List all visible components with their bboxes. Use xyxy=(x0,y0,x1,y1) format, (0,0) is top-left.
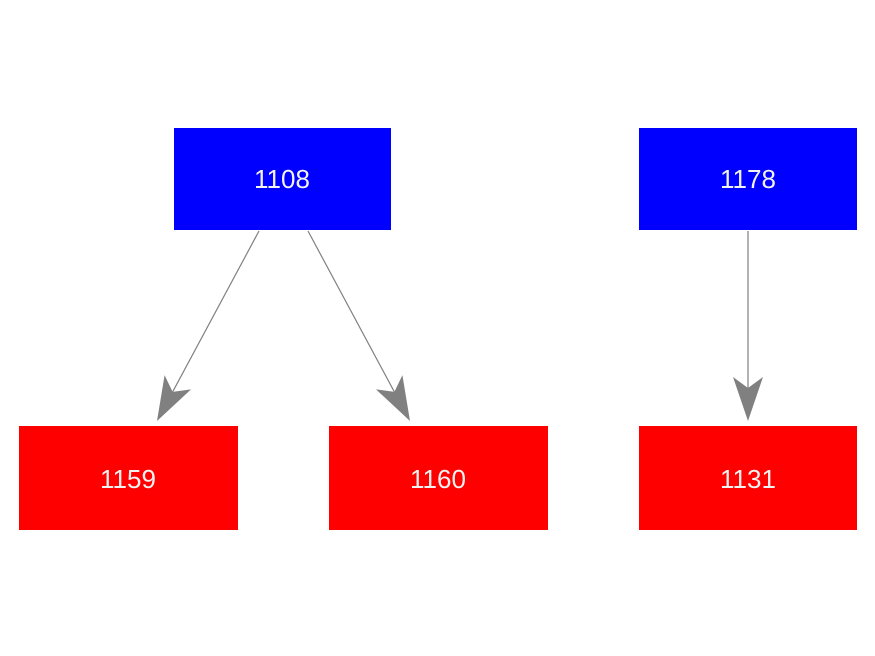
arrowhead-icon xyxy=(157,375,192,421)
node-box-parent[interactable] xyxy=(639,128,857,230)
edge-shaft xyxy=(171,230,260,394)
edge-shaft xyxy=(307,230,396,394)
node-box-parent[interactable] xyxy=(174,128,391,230)
node-box-child[interactable] xyxy=(639,426,857,530)
edges-layer xyxy=(157,230,763,421)
edge-1178-to-1131 xyxy=(733,231,763,421)
node-box-child[interactable] xyxy=(19,426,238,530)
node-1108[interactable]: 1108 xyxy=(174,128,391,230)
node-1131[interactable]: 1131 xyxy=(639,426,857,530)
node-1178[interactable]: 1178 xyxy=(639,128,857,230)
node-1160[interactable]: 1160 xyxy=(329,426,548,530)
node-box-child[interactable] xyxy=(329,426,548,530)
edge-1108-to-1159 xyxy=(157,230,260,421)
arrowhead-icon xyxy=(375,375,410,421)
edge-1108-to-1160 xyxy=(307,230,410,421)
nodes-layer: 1108 1178 1159 1160 1131 xyxy=(19,128,857,530)
arrowhead-icon xyxy=(733,377,763,421)
node-1159[interactable]: 1159 xyxy=(19,426,238,530)
